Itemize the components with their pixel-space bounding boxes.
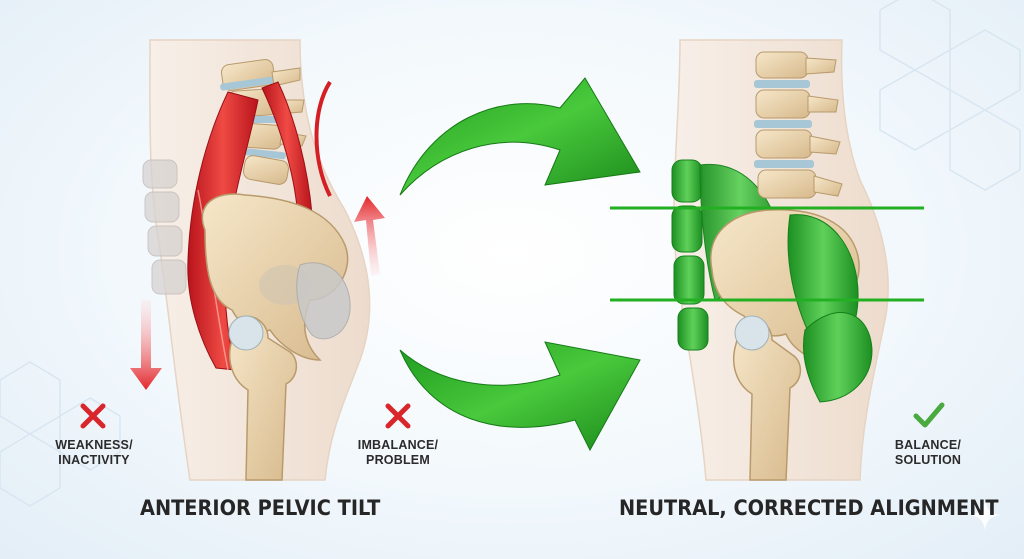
imbalance-label-line1: IMBALANCE/ bbox=[357, 438, 439, 452]
correction-arrows bbox=[399, 77, 641, 452]
left-gluteal-muscle bbox=[296, 262, 351, 340]
check-icon bbox=[913, 402, 945, 428]
cross-icon bbox=[385, 403, 411, 429]
balance-label-line1: BALANCE/ bbox=[894, 438, 962, 452]
weakness-label: WEAKNESS/ INACTIVITY bbox=[44, 438, 144, 468]
left-body bbox=[130, 39, 385, 481]
left-down-arrow bbox=[130, 300, 162, 390]
balance-label: BALANCE/ SOLUTION bbox=[882, 438, 974, 468]
left-femur bbox=[228, 315, 298, 481]
right-body bbox=[610, 39, 924, 481]
left-up-arrow bbox=[354, 196, 385, 276]
hexagon-pattern bbox=[0, 0, 1021, 507]
right-panel-title: NEUTRAL, CORRECTED ALIGNMENT bbox=[619, 496, 999, 520]
weakness-label-line2: INACTIVITY bbox=[58, 453, 130, 467]
right-hamstring-muscle bbox=[802, 312, 873, 403]
left-abdominal-muscle bbox=[142, 159, 187, 295]
bottom-curved-arrow bbox=[399, 341, 641, 452]
imbalance-label: IMBALANCE/ PROBLEM bbox=[348, 438, 448, 468]
right-abdominal-muscle bbox=[671, 159, 709, 351]
top-curved-arrow bbox=[399, 77, 641, 196]
balance-label-line2: SOLUTION bbox=[894, 453, 962, 467]
left-lumbar-curve bbox=[314, 80, 332, 197]
sparkle-icon bbox=[970, 500, 1000, 530]
left-panel-title: ANTERIOR PELVIC TILT bbox=[140, 496, 381, 520]
cross-icon bbox=[80, 403, 106, 429]
imbalance-label-line2: PROBLEM bbox=[366, 453, 430, 467]
weakness-label-line1: WEAKNESS/ bbox=[55, 438, 133, 452]
right-spine bbox=[754, 51, 843, 199]
